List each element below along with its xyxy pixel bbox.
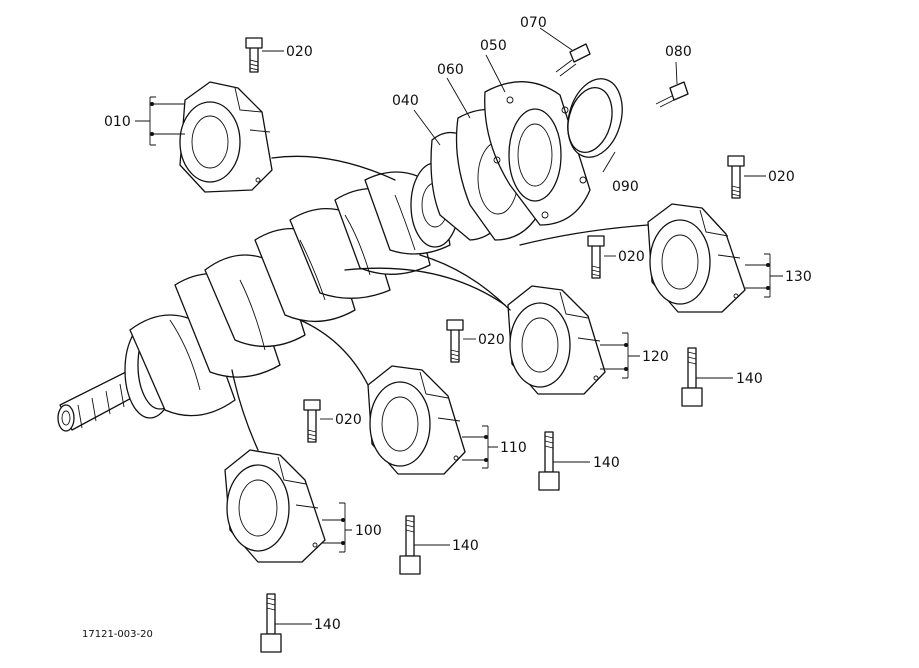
crankshaft	[57, 162, 460, 432]
label-140-c: 140	[452, 538, 479, 554]
bearing-case-120	[507, 285, 606, 395]
rear-housing-assembly	[430, 43, 689, 241]
bolt-140-c	[399, 515, 421, 575]
bearing-case-110	[367, 365, 466, 475]
bolt-020-c	[587, 235, 605, 279]
part-labels: 010 020 020 020 020 020 040 050 060 070 …	[82, 15, 812, 640]
label-080: 080	[665, 44, 692, 60]
bearing-case-100	[224, 449, 326, 563]
label-020-d: 020	[478, 332, 505, 348]
label-020-c: 020	[618, 249, 645, 265]
label-050: 050	[480, 38, 507, 54]
diagram-code: 17121-003-20	[82, 629, 153, 640]
label-100: 100	[355, 523, 382, 539]
bolt-140-a	[681, 347, 703, 407]
label-120: 120	[642, 349, 669, 365]
label-090: 090	[612, 179, 639, 195]
bolt-020-a	[245, 37, 263, 73]
label-040: 040	[392, 93, 419, 109]
label-140-a: 140	[736, 371, 763, 387]
label-010: 010	[104, 114, 131, 130]
label-020-e: 020	[335, 412, 362, 428]
bolts-140	[260, 347, 703, 653]
label-110: 110	[500, 440, 527, 456]
leader-lines	[135, 27, 783, 625]
bearing-case-130	[647, 203, 746, 313]
bolt-020-e	[303, 399, 321, 443]
bolts-020	[245, 37, 745, 443]
label-070: 070	[520, 15, 547, 31]
label-060: 060	[437, 62, 464, 78]
bearing-case-010	[179, 81, 273, 193]
label-140-d: 140	[314, 617, 341, 633]
bolt-020-b	[727, 155, 745, 199]
label-020-a: 020	[286, 44, 313, 60]
bolt-140-b	[538, 431, 560, 491]
label-020-b: 020	[768, 169, 795, 185]
label-140-b: 140	[593, 455, 620, 471]
bolt-020-d	[446, 319, 464, 363]
assembly-guide-lines	[231, 155, 649, 451]
label-130: 130	[785, 269, 812, 285]
bolt-140-d	[260, 593, 282, 653]
